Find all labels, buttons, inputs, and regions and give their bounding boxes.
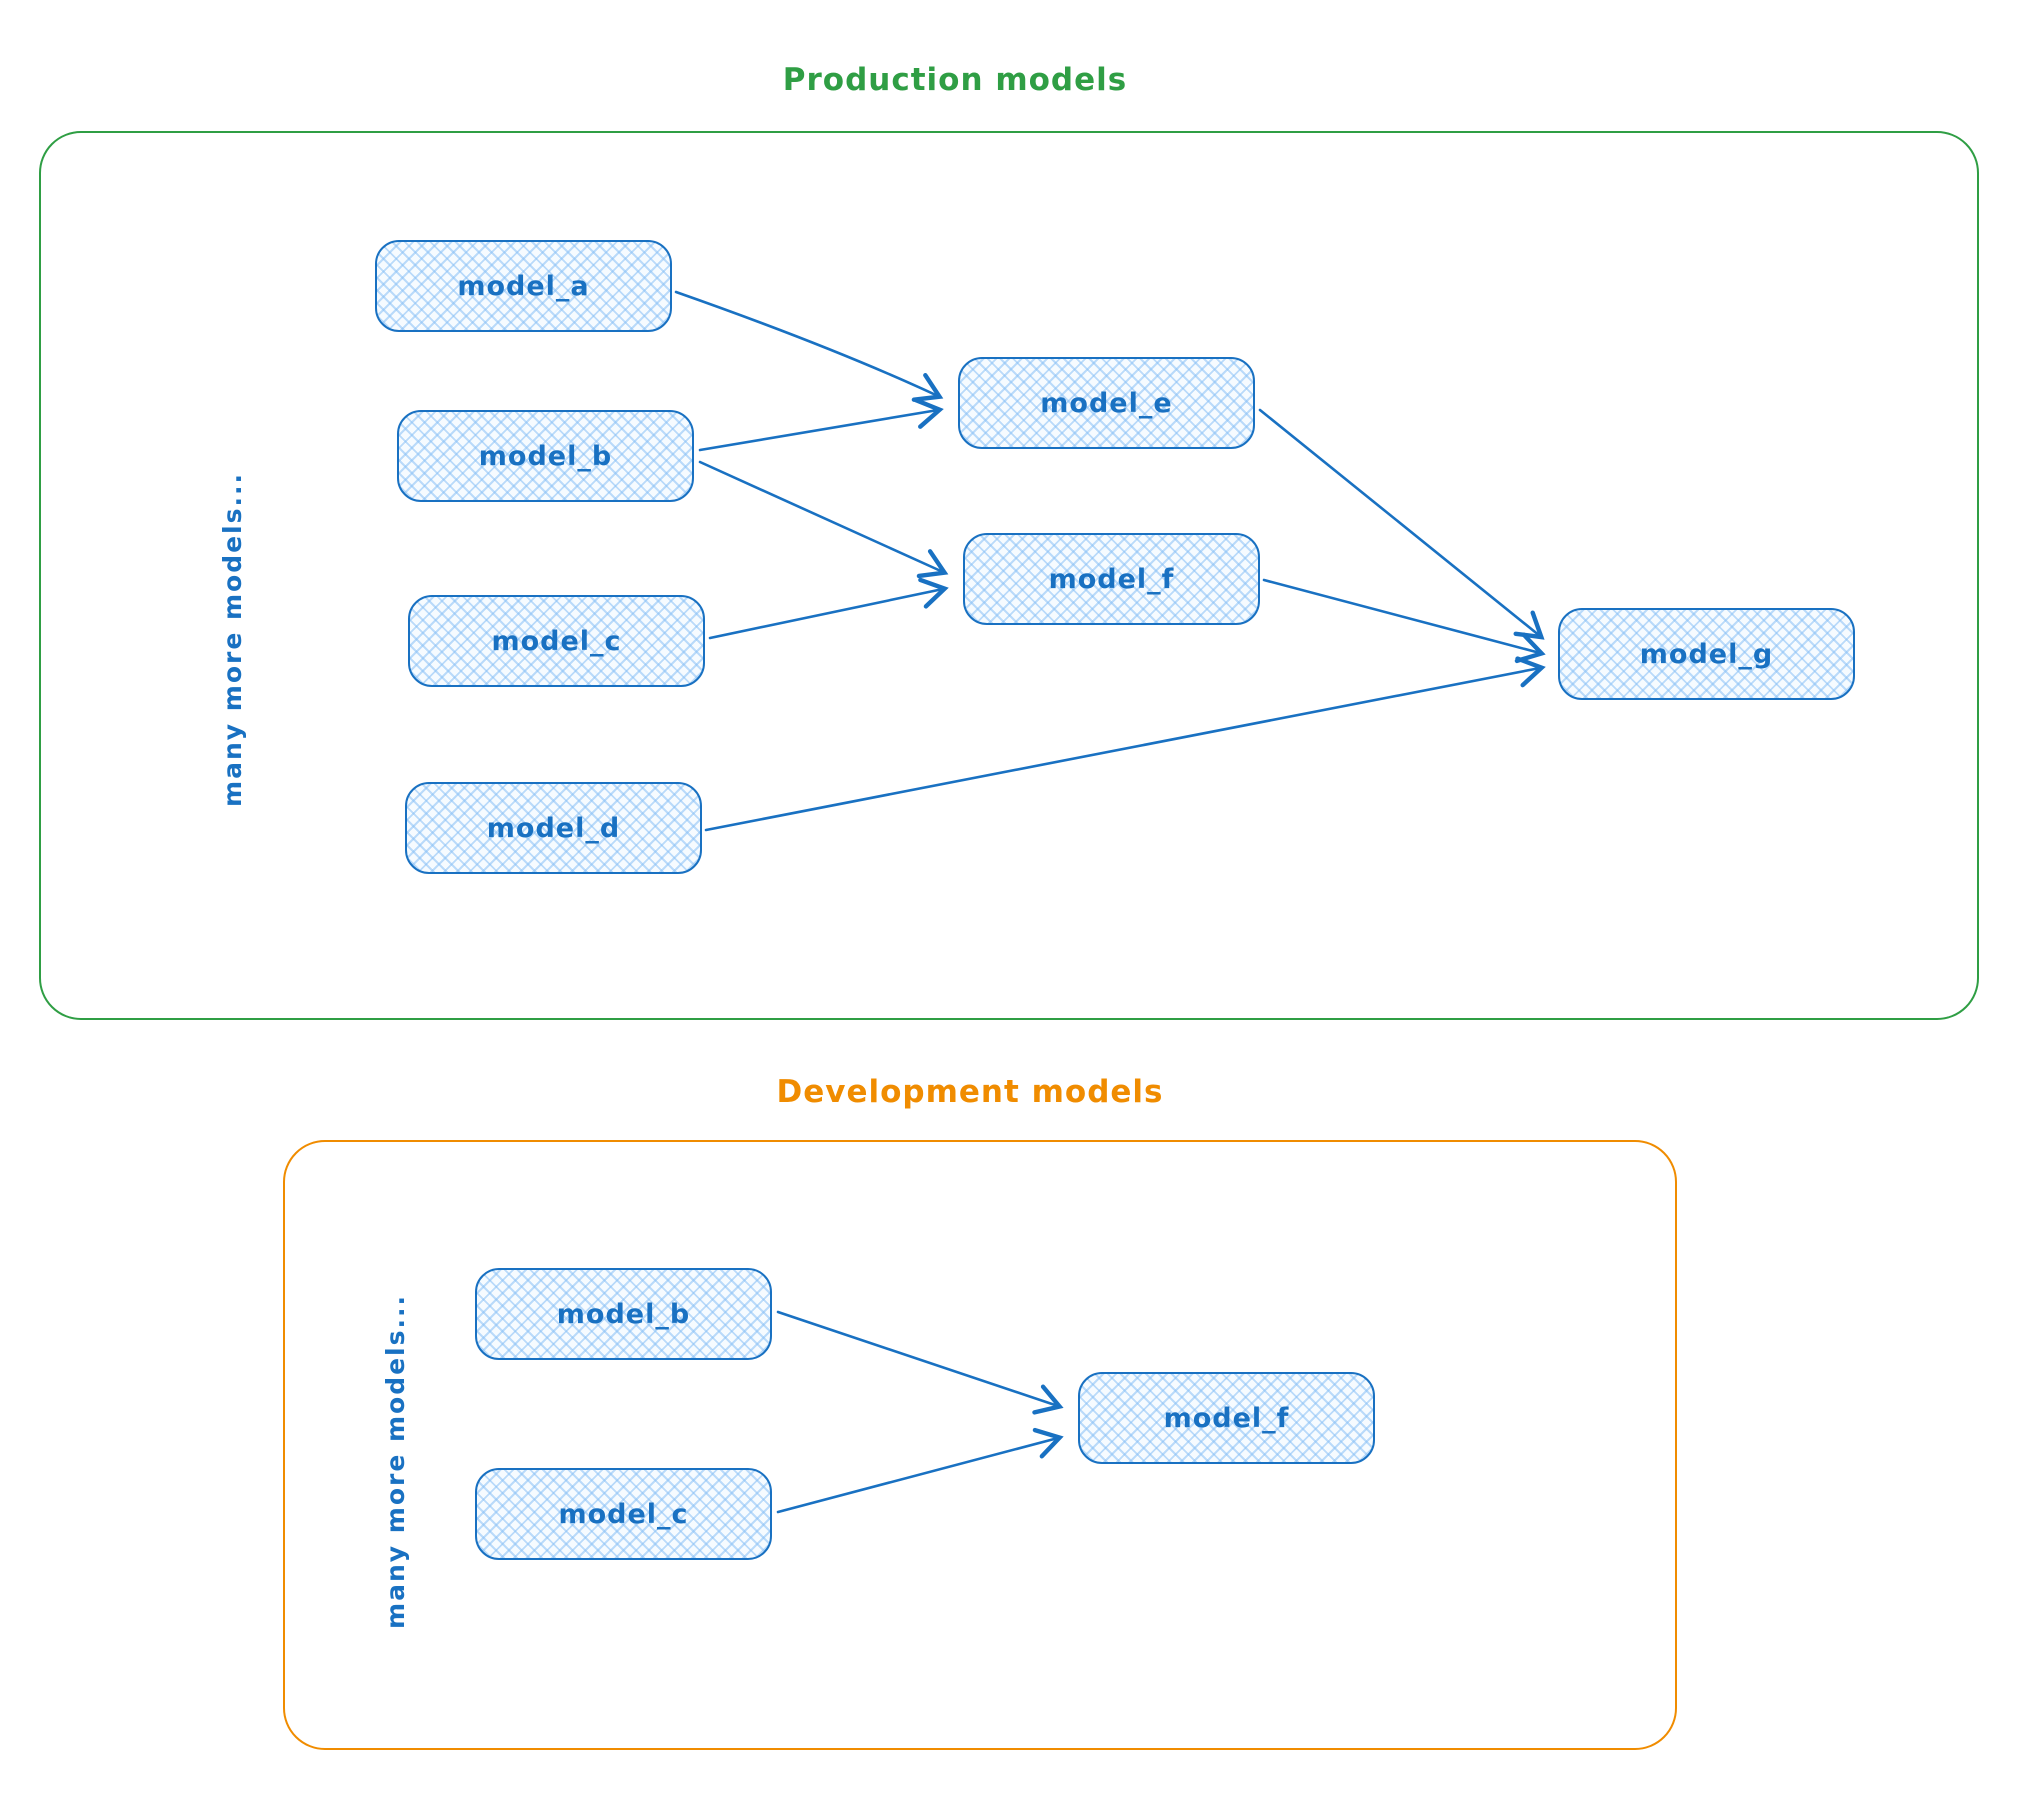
node-development-model-b: model_b — [475, 1268, 772, 1360]
node-label: model_e — [1040, 387, 1173, 419]
node-label: model_f — [1048, 563, 1175, 595]
production-section-box — [39, 131, 1979, 1020]
node-production-model-g: model_g — [1558, 608, 1855, 700]
production-section-title: Production models — [782, 62, 1128, 98]
production-many-more-models-label: many more models... — [218, 472, 247, 807]
node-label: model_f — [1163, 1402, 1290, 1434]
node-production-model-d: model_d — [405, 782, 702, 874]
development-many-more-models-label: many more models... — [381, 1294, 410, 1629]
node-development-model-f: model_f — [1078, 1372, 1375, 1464]
node-label: model_b — [556, 1298, 691, 1330]
node-label: model_c — [491, 625, 622, 657]
node-label: model_d — [486, 812, 621, 844]
node-production-model-f: model_f — [963, 533, 1260, 625]
node-production-model-e: model_e — [958, 357, 1255, 449]
node-development-model-c: model_c — [475, 1468, 772, 1560]
node-label: model_g — [1639, 638, 1774, 670]
development-section-title: Development models — [776, 1074, 1164, 1110]
node-label: model_a — [457, 270, 590, 302]
node-production-model-b: model_b — [397, 410, 694, 502]
development-section-box — [283, 1140, 1677, 1750]
node-production-model-c: model_c — [408, 595, 705, 687]
node-production-model-a: model_a — [375, 240, 672, 332]
node-label: model_b — [478, 440, 613, 472]
node-label: model_c — [558, 1498, 689, 1530]
